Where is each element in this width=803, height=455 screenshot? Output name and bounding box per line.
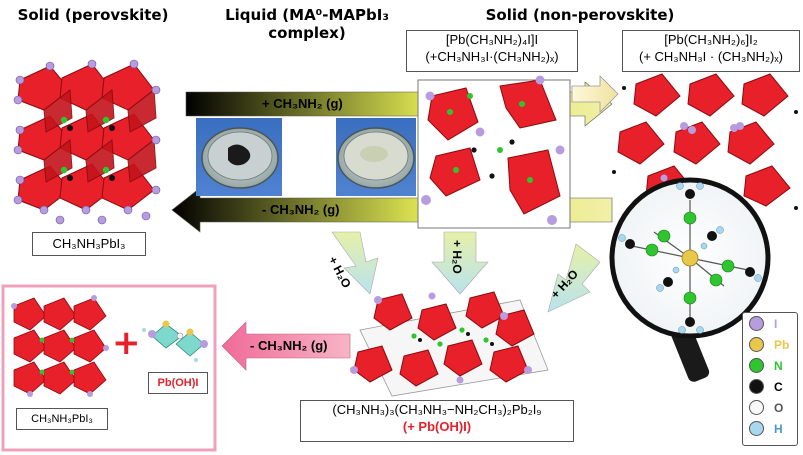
legend-label: H: [774, 421, 783, 436]
hydrate-formula: (CH₃NH₃)₃(CH₃NH₃−NH₂CH₃)₂Pb₂I₉: [332, 402, 542, 417]
hydrate-label: (CH₃NH₃)₃(CH₃NH₃−NH₂CH₃)₂Pb₂I₉ (+ Pb(OH)…: [300, 400, 574, 442]
arrow-remove-methylamine-pink: [221, 321, 351, 371]
legend-label: C: [774, 379, 783, 394]
legend-label: I: [774, 316, 778, 331]
legend-item-h: H: [743, 418, 797, 439]
pboh-text: Pb(OH)I: [157, 377, 199, 389]
legend-swatch: [749, 421, 764, 436]
legend-item-i: I: [743, 313, 797, 334]
complex2-lattice: [612, 73, 798, 210]
complex1-formula: [Pb(CH₃NH₂)₄I]I: [445, 32, 539, 47]
mapbi3-label: CH₃NH₃PbI₃: [32, 232, 146, 256]
complex1-structure: [417, 75, 571, 229]
hydrate-additive: (+ Pb(OH)I): [402, 419, 472, 434]
complex2-additive: (+ CH₃NH₃I · (CH₃NH₂)ₓ): [639, 49, 783, 64]
remove-methylamine-pink-label: - CH₃NH₂ (g): [250, 338, 328, 353]
legend-label: O: [774, 400, 784, 415]
complex1-additive: (+CH₃NH₃I·(CH₃NH₂)ₓ): [425, 49, 559, 64]
legend-item-o: O: [743, 397, 797, 418]
arrow-water-right: [547, 243, 601, 313]
legend-item-n: N: [743, 355, 797, 376]
arrow-water-left: [331, 231, 379, 295]
complex2-formula: [Pb(CH₃NH₂)₆]I₂: [664, 32, 758, 47]
plus-sign: +: [112, 323, 141, 363]
pboh-chain: [142, 320, 208, 362]
perovskite-lattice: [13, 59, 161, 225]
remove-methylamine-label: - CH₃NH₂ (g): [262, 202, 340, 217]
legend-swatch: [749, 316, 764, 331]
mapbi3-product-label: CH₃NH₃PbI₃: [16, 408, 108, 430]
petri-dish-photo: [196, 118, 416, 196]
complex2-label: [Pb(CH₃NH₂)₆]I₂ (+ CH₃NH₃I · (CH₃NH₂)ₓ): [622, 30, 800, 72]
legend-swatch: [749, 337, 764, 352]
hydrate-structure: [350, 291, 549, 397]
heading-perovskite: Solid (perovskite): [17, 6, 169, 24]
pboh-label: Pb(OH)I: [148, 372, 208, 394]
heading-liquid: Liquid (MA⁰-MAPbI₃ complex): [225, 6, 389, 42]
legend-item-c: C: [743, 376, 797, 397]
legend-label: Pb: [774, 337, 790, 352]
legend-swatch: [749, 379, 764, 394]
magnifying-glass: [609, 177, 771, 382]
legend-swatch: [749, 358, 764, 373]
arrow-to-complex2: [571, 75, 619, 113]
legend-swatch: [749, 400, 764, 415]
legend-label: N: [774, 358, 783, 373]
complex1-label: [Pb(CH₃NH₂)₄I]I (+CH₃NH₃I·(CH₃NH₂)ₓ): [406, 30, 578, 72]
legend-item-pb: Pb: [743, 334, 797, 355]
arrow-water-middle: [431, 231, 489, 295]
heading-non-perovskite: Solid (non-perovskite): [485, 6, 675, 24]
product-lattice: [11, 295, 109, 397]
add-methylamine-label: + CH₃NH₂ (g): [262, 96, 343, 111]
water-label-middle: + H₂O: [450, 240, 464, 274]
